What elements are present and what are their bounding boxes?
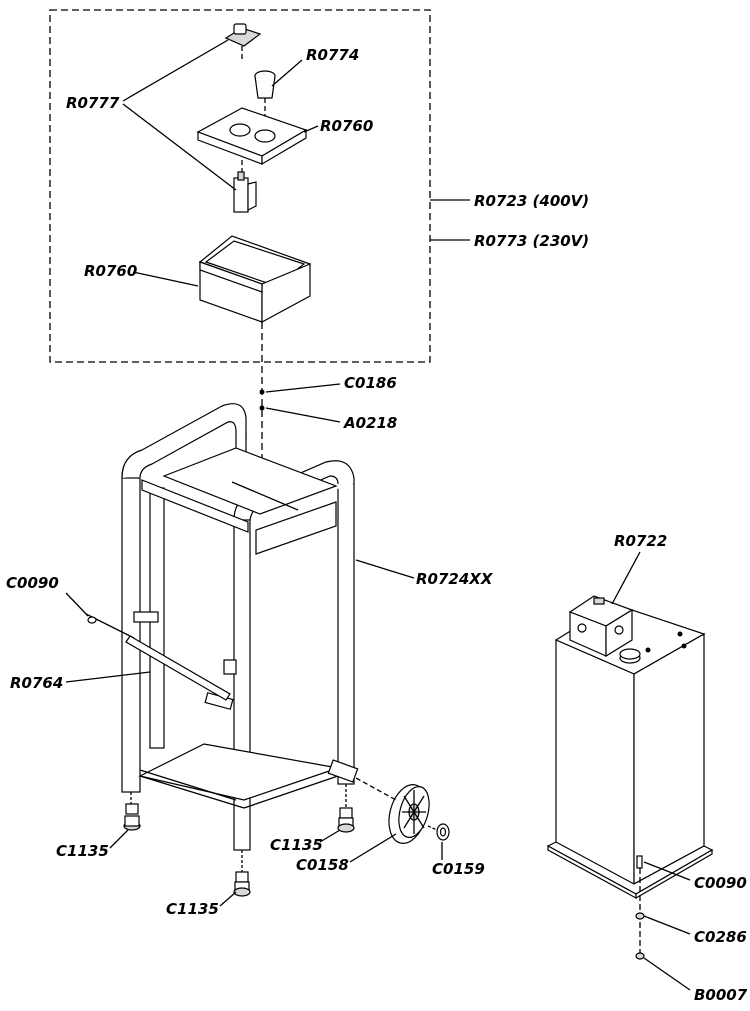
label-r0724xx: R0724XX — [416, 570, 494, 588]
electrical-box — [198, 235, 312, 324]
label-c0158: C0158 — [296, 856, 349, 874]
label-c0090-left: C0090 — [6, 574, 59, 592]
label-c0090-right: C0090 — [694, 874, 747, 892]
control-box-assembly-boundary — [49, 9, 431, 363]
label-a0218: A0218 — [343, 414, 397, 432]
label-r0764: R0764 — [10, 674, 63, 692]
label-r0723: R0723 (400V) — [474, 192, 589, 210]
label-c0159: C0159 — [432, 860, 485, 878]
trolley-frame — [121, 403, 359, 851]
foot — [233, 850, 251, 897]
tank-unit — [546, 595, 714, 960]
box-lid-plate — [196, 107, 308, 178]
label-b0007: B0007 — [694, 986, 748, 1004]
label-r0722: R0722 — [614, 532, 667, 550]
label-c1135-b: C1135 — [270, 836, 323, 854]
switch-body — [233, 171, 257, 213]
switch-knob — [224, 23, 262, 60]
label-r0760-lid: R0760 — [320, 117, 373, 135]
label-c1135-c: C1135 — [166, 900, 219, 918]
label-r0760-box: R0760 — [84, 262, 137, 280]
foot — [123, 792, 141, 831]
label-c0186: C0186 — [344, 374, 397, 392]
indicator-lamp — [254, 70, 276, 118]
foot — [337, 784, 355, 833]
washer — [427, 823, 450, 841]
label-r0773: R0773 (230V) — [474, 232, 589, 250]
rod — [85, 613, 231, 701]
label-r0777: R0777 — [66, 94, 120, 112]
wheel — [355, 777, 430, 844]
label-c0286: C0286 — [694, 928, 747, 946]
label-c1135-a: C1135 — [56, 842, 109, 860]
label-r0774: R0774 — [306, 46, 359, 64]
